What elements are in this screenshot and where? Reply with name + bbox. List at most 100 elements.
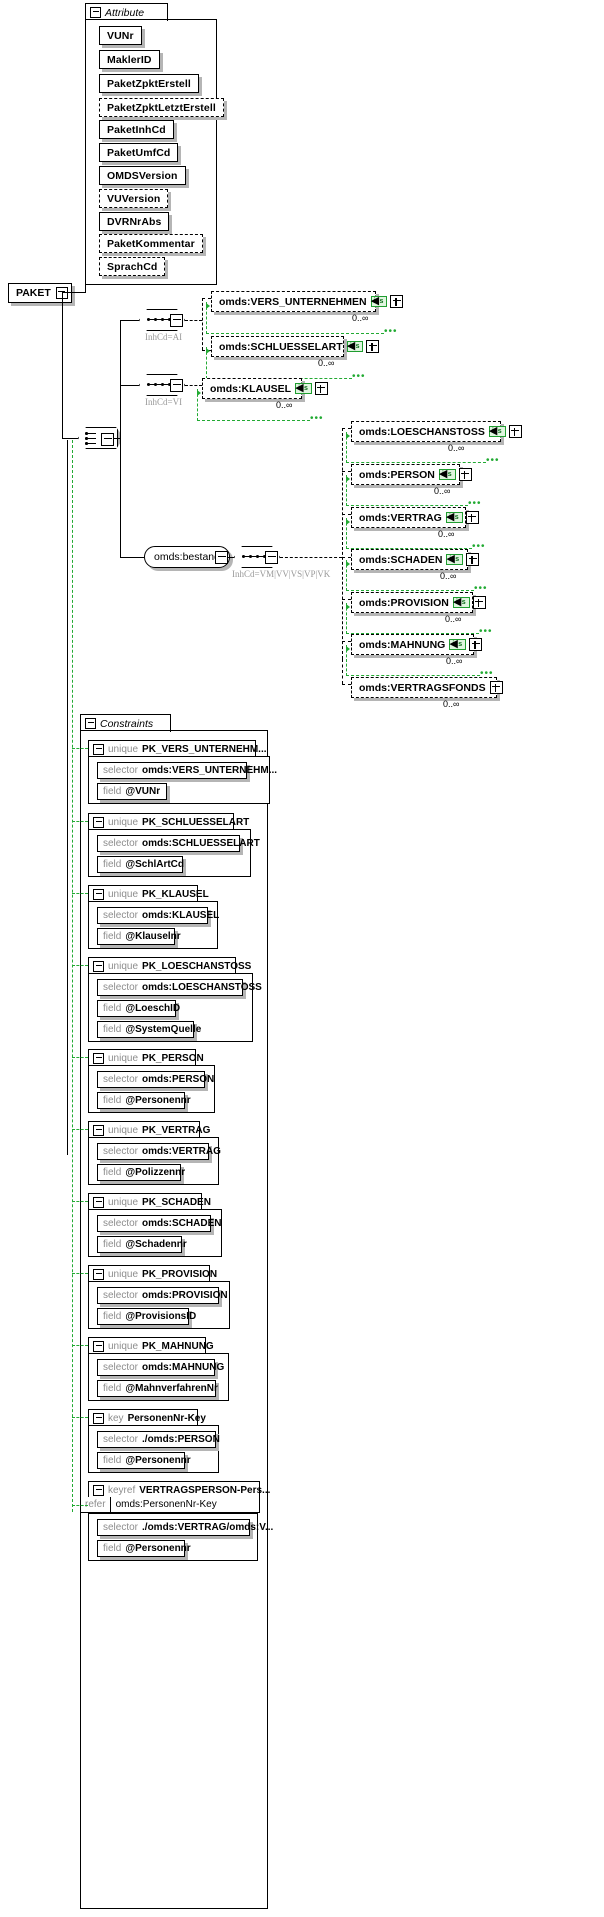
field-value: @SchlArtCd: [125, 859, 185, 870]
constraint-collapse-icon[interactable]: [93, 1484, 104, 1496]
attribute-VUNr[interactable]: VUNr: [99, 26, 142, 45]
constraint-unique-pk-schluesselart[interactable]: unique PK_SCHLUESSELART: [88, 813, 249, 830]
selector-row-9[interactable]: selector ./omds:PERSON: [97, 1431, 220, 1448]
green-spine-b2: [346, 475, 347, 506]
bestand-collapse-icon[interactable]: [215, 551, 228, 564]
attribute-group-tab[interactable]: Attribute: [85, 3, 168, 21]
constraint-collapse-icon[interactable]: [93, 1268, 104, 1280]
attribute-SprachCd[interactable]: SprachCd: [99, 257, 166, 276]
element-klausel[interactable]: omds:KLAUSEL ◀ i s: [202, 378, 328, 399]
element-vers-unternehmen[interactable]: omds:VERS_UNTERNEHMEN ◀ i s: [211, 291, 404, 312]
constraint-unique-pk-vers-unternehm[interactable]: unique PK_VERS_UNTERNEHM...: [88, 740, 267, 757]
field-row-3-1[interactable]: field @SystemQuelle: [97, 1021, 201, 1038]
constraint-unique-pk-klausel[interactable]: unique PK_KLAUSEL: [88, 885, 209, 902]
constraint-key-personennr[interactable]: key PersonenNr-Key: [88, 1409, 206, 1426]
selector-row-5[interactable]: selector omds:VERTRAG: [97, 1143, 221, 1160]
attribute-collapse-icon[interactable]: [90, 7, 101, 18]
selector-row-4[interactable]: selector omds:PERSON: [97, 1071, 214, 1088]
constraint-unique-pk-mahnung[interactable]: unique PK_MAHNUNG: [88, 1337, 214, 1354]
field-row-0-0[interactable]: field @VUNr: [97, 783, 167, 800]
attribute-VUVersion[interactable]: VUVersion: [99, 189, 169, 208]
selector-row-2[interactable]: selector omds:KLAUSEL: [97, 907, 219, 924]
selector-row-0[interactable]: selector omds:VERS_UNTERNEHM...: [97, 762, 277, 779]
attribute-OMDSVersion[interactable]: OMDSVersion: [99, 166, 186, 185]
cardinality-vertragsfonds: 0..∞: [443, 699, 460, 709]
field-row-10-0[interactable]: field @Personennr: [97, 1540, 191, 1557]
constraint-unique-pk-vertrag[interactable]: unique PK_VERTRAG: [88, 1121, 210, 1138]
selector-row-6[interactable]: selector omds:SCHADEN: [97, 1215, 221, 1232]
field-row-3-0[interactable]: field @LoeschID: [97, 1000, 180, 1017]
constraint-collapse-icon[interactable]: [93, 1052, 104, 1064]
attribute-PaketKommentar[interactable]: PaketKommentar: [99, 234, 203, 253]
element-loeschanstoss[interactable]: omds:LOESCHANSTOSS ◀ i s: [351, 421, 522, 442]
constraint-unique-pk-provision[interactable]: unique PK_PROVISION: [88, 1265, 217, 1282]
element-schaden[interactable]: omds:SCHADEN ◀ i s: [351, 549, 480, 570]
root-element-paket[interactable]: PAKET: [8, 283, 72, 303]
element-expand-icon[interactable]: [469, 638, 483, 651]
field-row-9-0[interactable]: field @Personennr: [97, 1452, 191, 1469]
element-expand-icon[interactable]: [472, 596, 486, 609]
constraint-collapse-icon[interactable]: [93, 1340, 104, 1352]
element-expand-icon[interactable]: [366, 340, 380, 353]
constraints-collapse-icon[interactable]: [85, 718, 96, 729]
element-expand-icon[interactable]: [465, 511, 479, 524]
constraint-collapse-icon[interactable]: [93, 888, 104, 900]
constraints-group-tab[interactable]: Constraints: [80, 714, 171, 732]
sequence-ai-collapse-icon[interactable]: [170, 314, 183, 327]
selector-row-1[interactable]: selector omds:SCHLUESSELART: [97, 835, 260, 852]
element-vertragsfonds[interactable]: omds:VERTRAGSFONDS: [351, 677, 503, 698]
field-row-4-0[interactable]: field @Personennr: [97, 1092, 191, 1109]
selector-row-8[interactable]: selector omds:MAHNUNG: [97, 1359, 224, 1376]
selector-row-3[interactable]: selector omds:LOESCHANSTOSS: [97, 979, 262, 996]
constraint-kind: unique: [108, 960, 139, 972]
group-omds-bestand[interactable]: omds:bestand: [144, 546, 230, 568]
attribute-DVRNrAbs[interactable]: DVRNrAbs: [99, 212, 170, 231]
element-mahnung[interactable]: omds:MAHNUNG ◀ i s: [351, 634, 483, 655]
element-expand-icon[interactable]: [458, 468, 472, 481]
constraint-collapse-icon[interactable]: [93, 1196, 104, 1208]
field-row-6-0[interactable]: field @Schadennr: [97, 1236, 187, 1253]
field-row-1-0[interactable]: field @SchlArtCd: [97, 856, 184, 873]
constraint-unique-pk-schaden[interactable]: unique PK_SCHADEN: [88, 1193, 211, 1210]
constraint-collapse-icon[interactable]: [93, 743, 104, 755]
selector-value: ./omds:PERSON: [142, 1434, 220, 1445]
constraint-collapse-icon[interactable]: [93, 960, 104, 972]
constraint-collapse-icon[interactable]: [93, 1124, 104, 1136]
sequence-vi-collapse-icon[interactable]: [170, 379, 183, 392]
element-expand-icon[interactable]: [314, 382, 328, 395]
selector-row-7[interactable]: selector omds:PROVISION: [97, 1287, 228, 1304]
element-expand-icon[interactable]: [466, 553, 480, 566]
constraint-unique-pk-person[interactable]: unique PK_PERSON: [88, 1049, 204, 1066]
field-row-5-0[interactable]: field @Polizzennr: [97, 1164, 185, 1181]
element-provision[interactable]: omds:PROVISION ◀ i s: [351, 592, 486, 613]
selector-row-10[interactable]: selector ./omds:VERTRAG/omds:V...: [97, 1519, 273, 1536]
element-expand-icon[interactable]: [390, 295, 404, 308]
element-schluesselart[interactable]: omds:SCHLUESSELART ◀ i s: [211, 336, 380, 357]
selector-value: omds:KLAUSEL: [142, 910, 220, 921]
attribute-PaketZpktLetztErstell[interactable]: PaketZpktLetztErstell: [99, 98, 224, 117]
element-expand-icon[interactable]: [489, 681, 503, 694]
green-spine-b3: [346, 518, 347, 549]
field-row-2-0[interactable]: field @Klauselnr: [97, 928, 181, 945]
element-expand-icon[interactable]: [508, 425, 522, 438]
sequence-glyph-vi: [147, 383, 175, 386]
sequence-bestand-collapse-icon[interactable]: [265, 551, 278, 564]
element-vertrag[interactable]: omds:VERTRAG ◀ i s: [351, 507, 479, 528]
attribute-PaketInhCd[interactable]: PaketInhCd: [99, 120, 174, 139]
constraint-keyref-vertragsperson[interactable]: keyref VERTRAGSPERSON-Pers...: [88, 1481, 270, 1498]
constraint-collapse-icon[interactable]: [93, 1412, 104, 1424]
green-dots-b1: •••: [486, 455, 500, 466]
constraint-collapse-icon[interactable]: [93, 816, 104, 828]
attribute-PaketZpktErstell[interactable]: PaketZpktErstell: [99, 74, 199, 93]
field-row-8-0[interactable]: field @MahnverfahrenNr: [97, 1380, 218, 1397]
bestand-stub-3: [342, 514, 351, 515]
sequence-glyph-bestand: [242, 555, 270, 558]
field-label: field: [103, 1239, 122, 1250]
element-person[interactable]: omds:PERSON ◀ i s: [351, 464, 472, 485]
field-row-7-0[interactable]: field @ProvisionsID: [97, 1308, 196, 1325]
attribute-MaklerID[interactable]: MaklerID: [99, 50, 160, 69]
type-arrow-icon: ◀: [488, 425, 498, 437]
constraint-unique-pk-loeschanstoss[interactable]: unique PK_LOESCHANSTOSS: [88, 957, 251, 974]
choice-collapse-icon[interactable]: [101, 433, 114, 446]
attribute-PaketUmfCd[interactable]: PaketUmfCd: [99, 143, 179, 162]
